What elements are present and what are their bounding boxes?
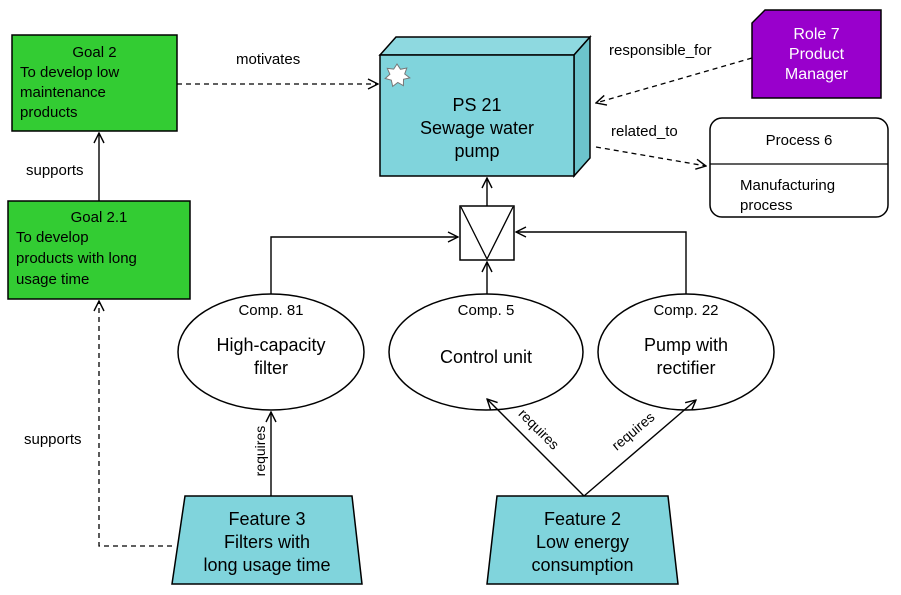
goal-2-title: Goal 2 [72,44,117,61]
component-81-id: Comp. 81 [238,302,304,319]
edge-label-supports-lower: supports [24,431,82,448]
process-line-1: Manufacturing [740,177,836,194]
feature-2-name-line-2: consumption [531,555,634,575]
edge-feature2-requires-right [583,400,696,497]
component-22-id: Comp. 22 [653,302,719,319]
variation-point-diagonal-right [486,206,514,260]
edge-label-responsible-for: responsible_for [609,42,712,59]
goal-2-1-line-2: products with long [16,250,137,267]
edge-label-motivates: motivates [236,51,301,68]
role-name-line-1: Product [788,46,845,63]
process-6-box[interactable] [709,117,889,218]
role-name-line-2: Manager [784,66,849,83]
feature-2-title: Feature 2 [543,509,622,529]
edge-label-related-to: related_to [611,123,678,140]
product-name-line-2: pump [454,141,500,161]
goal-2-line-2: maintenance [20,84,106,101]
process-line-2: process [740,197,793,214]
edge-comp22-to-variation [516,232,687,294]
edge-responsible-for [596,57,753,103]
feature-2-name-line-1: Low energy [535,532,630,552]
goal-2-1-box[interactable] [7,200,191,300]
edge-label-requires-feature-3: requires [251,425,268,477]
edge-supports-lower [99,301,172,547]
edge-feature2-requires-left [487,399,585,497]
goal-2-line-1: To develop low [20,64,120,81]
feature-3-name-line-2: long usage time [203,555,331,575]
goal-2-box[interactable] [11,34,178,132]
goal-2-line-3: products [20,104,78,121]
component-5-id: Comp. 5 [457,302,515,319]
component-5-name: Control unit [439,347,533,367]
product-name-line-1: Sewage water [419,118,535,138]
goal-2-1-line-1: To develop [16,229,89,246]
product-id: PS 21 [452,95,502,115]
goal-2-1-line-3: usage time [16,271,90,288]
feature-3-name-line-1: Filters with [223,532,310,552]
component-22-name-line-1: Pump with [643,335,729,355]
component-5-ellipse[interactable] [388,293,584,411]
role-7-box[interactable] [751,9,882,99]
edge-comp81-to-variation [270,237,458,294]
component-22-name-line-2: rectifier [656,358,716,378]
variation-point-box[interactable] [459,205,515,261]
feature-3-shape[interactable] [171,495,363,585]
feature-3-title: Feature 3 [228,509,306,529]
edge-related-to [595,146,706,166]
feature-2-shape[interactable] [486,495,679,585]
variation-point-diagonal-left [460,206,488,260]
goal-2-1-title: Goal 2.1 [70,209,128,226]
edge-label-supports-upper: supports [26,162,84,179]
role-title: Role 7 [793,26,840,43]
product-gear-icon [384,63,411,88]
process-title: Process 6 [765,132,833,149]
component-81-name-line-1: High-capacity [216,335,326,355]
component-81-name-line-2: filter [253,358,288,378]
product-box[interactable] [378,35,592,178]
